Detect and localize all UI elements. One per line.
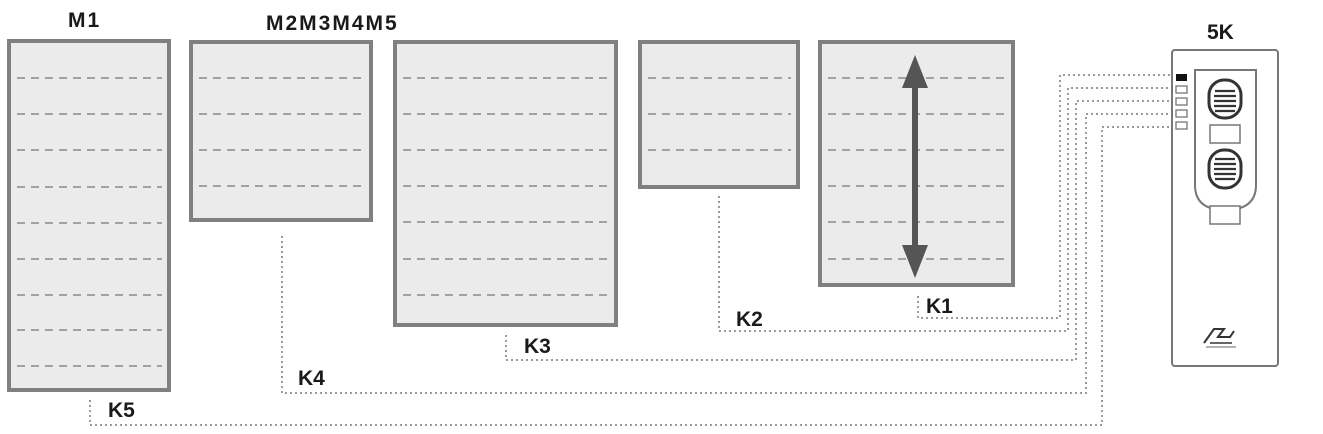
panel-m3-slats [403,77,609,296]
label-k3: K3 [524,335,551,358]
manufacturer-logo-icon [1203,328,1236,348]
channel-indicators [1175,74,1188,130]
panel-m1-slats [17,77,162,367]
remote-control-icon [1171,49,1279,367]
label-remote-5k: 5K [1207,21,1234,44]
wire-k4 [281,113,1178,394]
label-k4: K4 [298,367,325,390]
wire-k5 [89,126,1178,426]
panel-m4-slats [648,77,791,151]
label-m2-m5: M2M3M4M5 [266,12,399,35]
label-k5: K5 [108,399,135,422]
remote-down-button-icon [1207,148,1243,190]
panel-m5 [818,40,1015,287]
panel-m2 [189,40,373,222]
label-k1: K1 [926,295,953,318]
remote-up-button-icon [1207,78,1243,120]
panel-m3 [393,40,618,327]
wire-k1 [917,74,1178,319]
panel-m4 [638,40,800,189]
wires [89,74,1178,426]
remote-program-button-icon [1209,205,1241,225]
panel-m1 [7,39,171,392]
wire-k2 [718,87,1178,332]
label-m1: M1 [68,9,102,32]
remote-stop-button-icon [1209,124,1241,144]
up-down-arrow-icon [902,55,928,278]
wire-k3 [505,100,1178,361]
label-k2: K2 [736,308,763,331]
